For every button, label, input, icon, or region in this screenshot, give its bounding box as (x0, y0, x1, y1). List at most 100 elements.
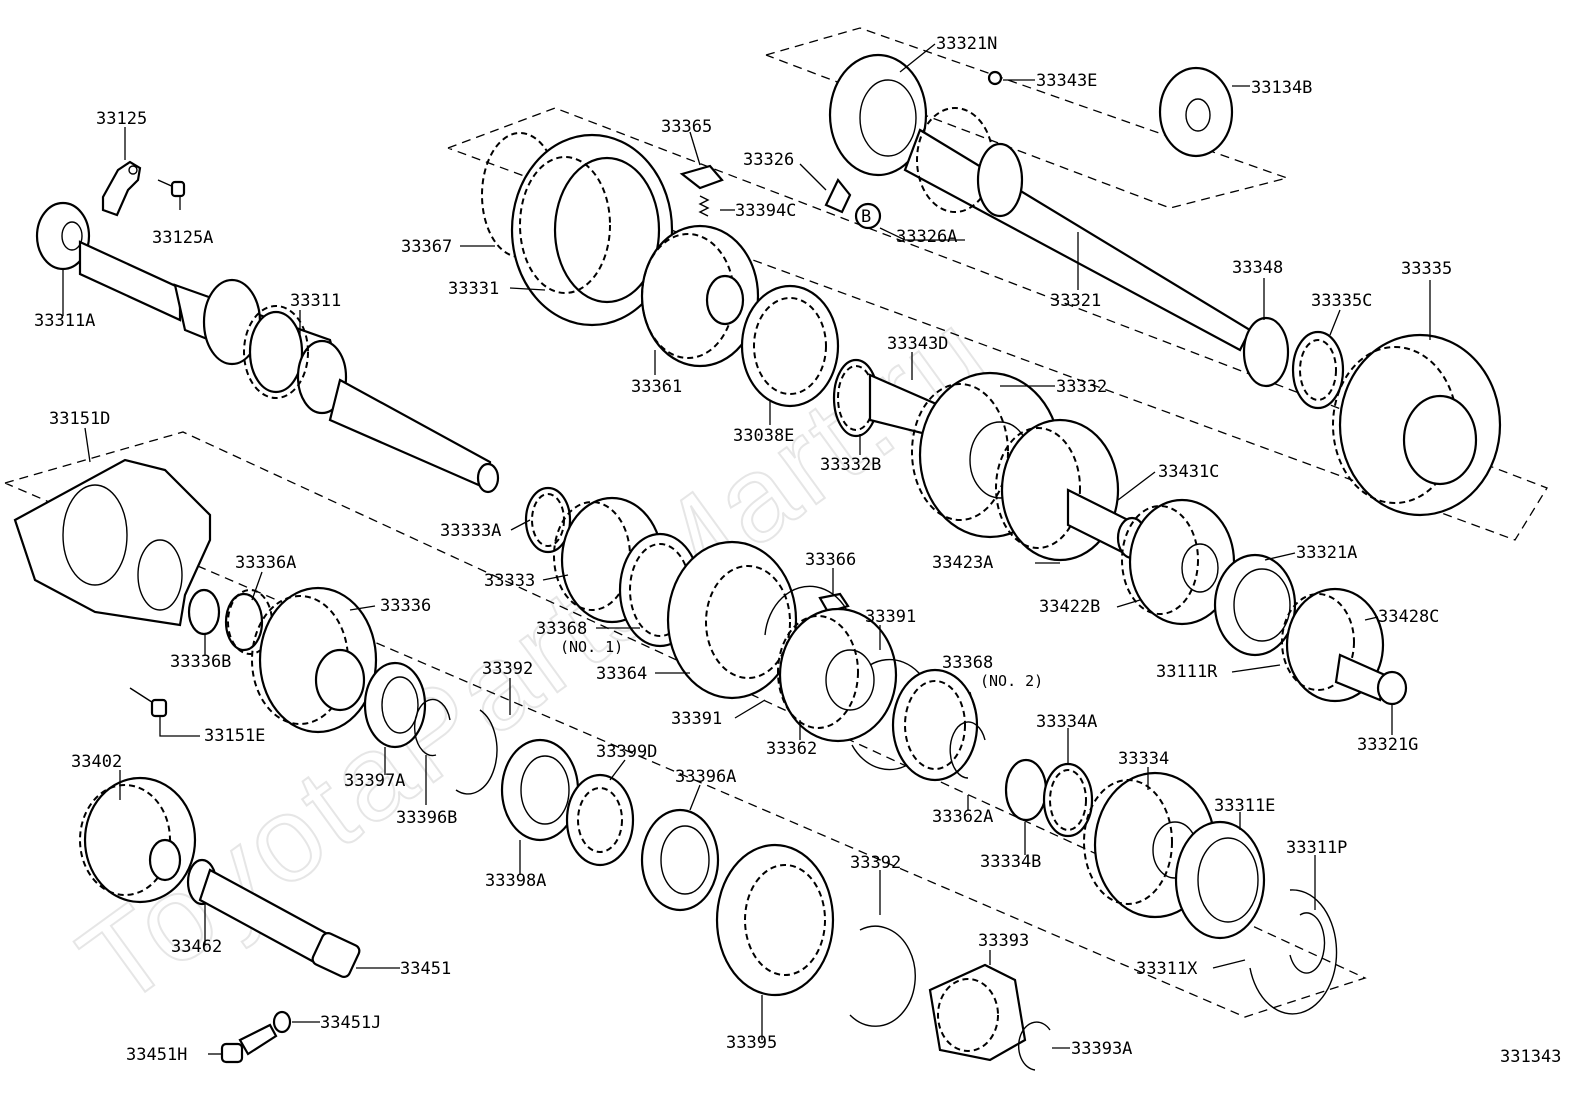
callout-33364: 33364 (596, 664, 647, 684)
part-33393-hub (928, 963, 1027, 1062)
part-33402-gear (79, 776, 197, 904)
callout-33397A: 33397A (344, 771, 405, 791)
part-33394C-spring (698, 195, 710, 217)
callout-33332B: 33332B (820, 455, 881, 475)
callout-33311A: 33311A (34, 311, 95, 331)
part-33038E-ring (740, 284, 840, 408)
callout-33394C: 33394C (735, 201, 796, 221)
figure-number: 331343 (1500, 1047, 1561, 1067)
callout-33396B: 33396B (396, 808, 457, 828)
part-33331-gear (510, 133, 674, 327)
callout-33398A: 33398A (485, 871, 546, 891)
callout-33393: 33393 (978, 931, 1029, 951)
callout-33422B: 33422B (1039, 597, 1100, 617)
callout-33362A: 33362A (932, 807, 993, 827)
part-33396A-synchro (640, 808, 720, 912)
part-33326-key (824, 177, 852, 214)
callout-33311P: 33311P (1286, 838, 1347, 858)
part-33125A-bolt (157, 179, 186, 198)
part-33393A-snapring (1017, 1021, 1051, 1071)
part-33392-key (455, 709, 498, 795)
part-33364-sleeve (666, 540, 798, 700)
part-33422B-gear (1121, 498, 1236, 626)
part-33334B-ring (1004, 758, 1048, 822)
callout-33333A: 33333A (440, 521, 501, 541)
callout-33334: 33334 (1118, 749, 1169, 769)
callout-33395: 33395 (726, 1033, 777, 1053)
callout-33366: 33366 (805, 550, 856, 570)
part-33365-key (679, 164, 724, 190)
callout-33321A: 33321A (1296, 543, 1357, 563)
part-33311E-bearing (1174, 820, 1266, 940)
callout-33311E: 33311E (1214, 796, 1275, 816)
part-33392-key-lower (849, 925, 916, 1027)
callout-33428C: 33428C (1378, 607, 1439, 627)
callout-33368-no2: 33368 (942, 653, 993, 673)
callout-33335C: 33335C (1311, 291, 1372, 311)
part-33311A-seal (35, 201, 91, 271)
leader-lines (62, 43, 1431, 1055)
part-33397A-ring (363, 661, 427, 749)
callout-33134B: 33134B (1251, 78, 1312, 98)
callout-33343E: 33343E (1036, 71, 1097, 91)
callout-33431C: 33431C (1158, 462, 1219, 482)
callout-33125A: 33125A (152, 228, 213, 248)
callout-33151E: 33151E (204, 726, 265, 746)
part-33451H-bolt (220, 1023, 278, 1064)
callout-33321: 33321 (1050, 291, 1101, 311)
part-33395-sleeve (715, 843, 835, 997)
part-33335C-bearing (1291, 330, 1345, 410)
callout-33321N: 33321N (936, 34, 997, 54)
callout-33151D: 33151D (49, 409, 110, 429)
callout-33462: 33462 (171, 937, 222, 957)
part-33151E-bolt (129, 687, 168, 718)
callout-33336B: 33336B (170, 652, 231, 672)
callout-33326: 33326 (743, 150, 794, 170)
callout-33392-lower: 33392 (850, 853, 901, 873)
callout-33391-left: 33391 (671, 709, 722, 729)
part-33311P-snapring (1289, 912, 1326, 974)
part-33348-ring (1242, 316, 1290, 388)
callout-33125: 33125 (96, 109, 147, 129)
part-33311X-snapring (1249, 889, 1338, 1015)
callout-33311: 33311 (290, 291, 341, 311)
callout-33451J: 33451J (320, 1013, 381, 1033)
callout-33451H: 33451H (126, 1045, 187, 1065)
part-33151D-gasket (13, 458, 212, 627)
part-33336-gear (251, 586, 378, 734)
callout-33392-upper: 33392 (482, 659, 533, 679)
callout-33331: 33331 (448, 279, 499, 299)
callout-33038E: 33038E (733, 426, 794, 446)
part-33336A-bearing (224, 589, 273, 655)
part-33451-shaft (198, 868, 361, 978)
marker-b: B (854, 202, 882, 230)
callout-33367: 33367 (401, 237, 452, 257)
part-33321N-bearing (828, 53, 928, 177)
callout-33368-no1: 33368 (536, 619, 587, 639)
callout-33348: 33348 (1232, 258, 1283, 278)
callout-33361: 33361 (631, 377, 682, 397)
callout-33111R: 33111R (1156, 662, 1218, 682)
callout-33423A: 33423A (932, 553, 993, 573)
callout-labels: 33125 33125A 33311A 33311 33151D 33336A … (34, 34, 1452, 1065)
callout-33332: 33332 (1056, 377, 1107, 397)
callout-33321G: 33321G (1357, 735, 1418, 755)
callout-33402: 33402 (71, 752, 122, 772)
callout-33333: 33333 (484, 571, 535, 591)
dashed-group-boxes (4, 27, 1548, 1018)
callout-33311X: 33311X (1136, 959, 1198, 979)
part-33396B-snapring (413, 698, 451, 757)
callout-33343D: 33343D (887, 334, 948, 354)
callout-33368-no2-qualifier: (NO. 2) (980, 672, 1043, 690)
callout-33334A: 33334A (1036, 712, 1097, 732)
callout-33393A: 33393A (1071, 1039, 1132, 1059)
callout-33396A: 33396A (675, 767, 736, 787)
callout-33326A: 33326A (896, 227, 957, 247)
part-33336B-ring (187, 588, 221, 636)
part-33125-lever (101, 160, 142, 217)
part-33399D-ring (565, 773, 635, 867)
callout-33365: 33365 (661, 117, 712, 137)
callout-33335: 33335 (1401, 259, 1452, 279)
callout-33399D: 33399D (596, 742, 657, 762)
part-33311-input-shaft (78, 240, 500, 494)
